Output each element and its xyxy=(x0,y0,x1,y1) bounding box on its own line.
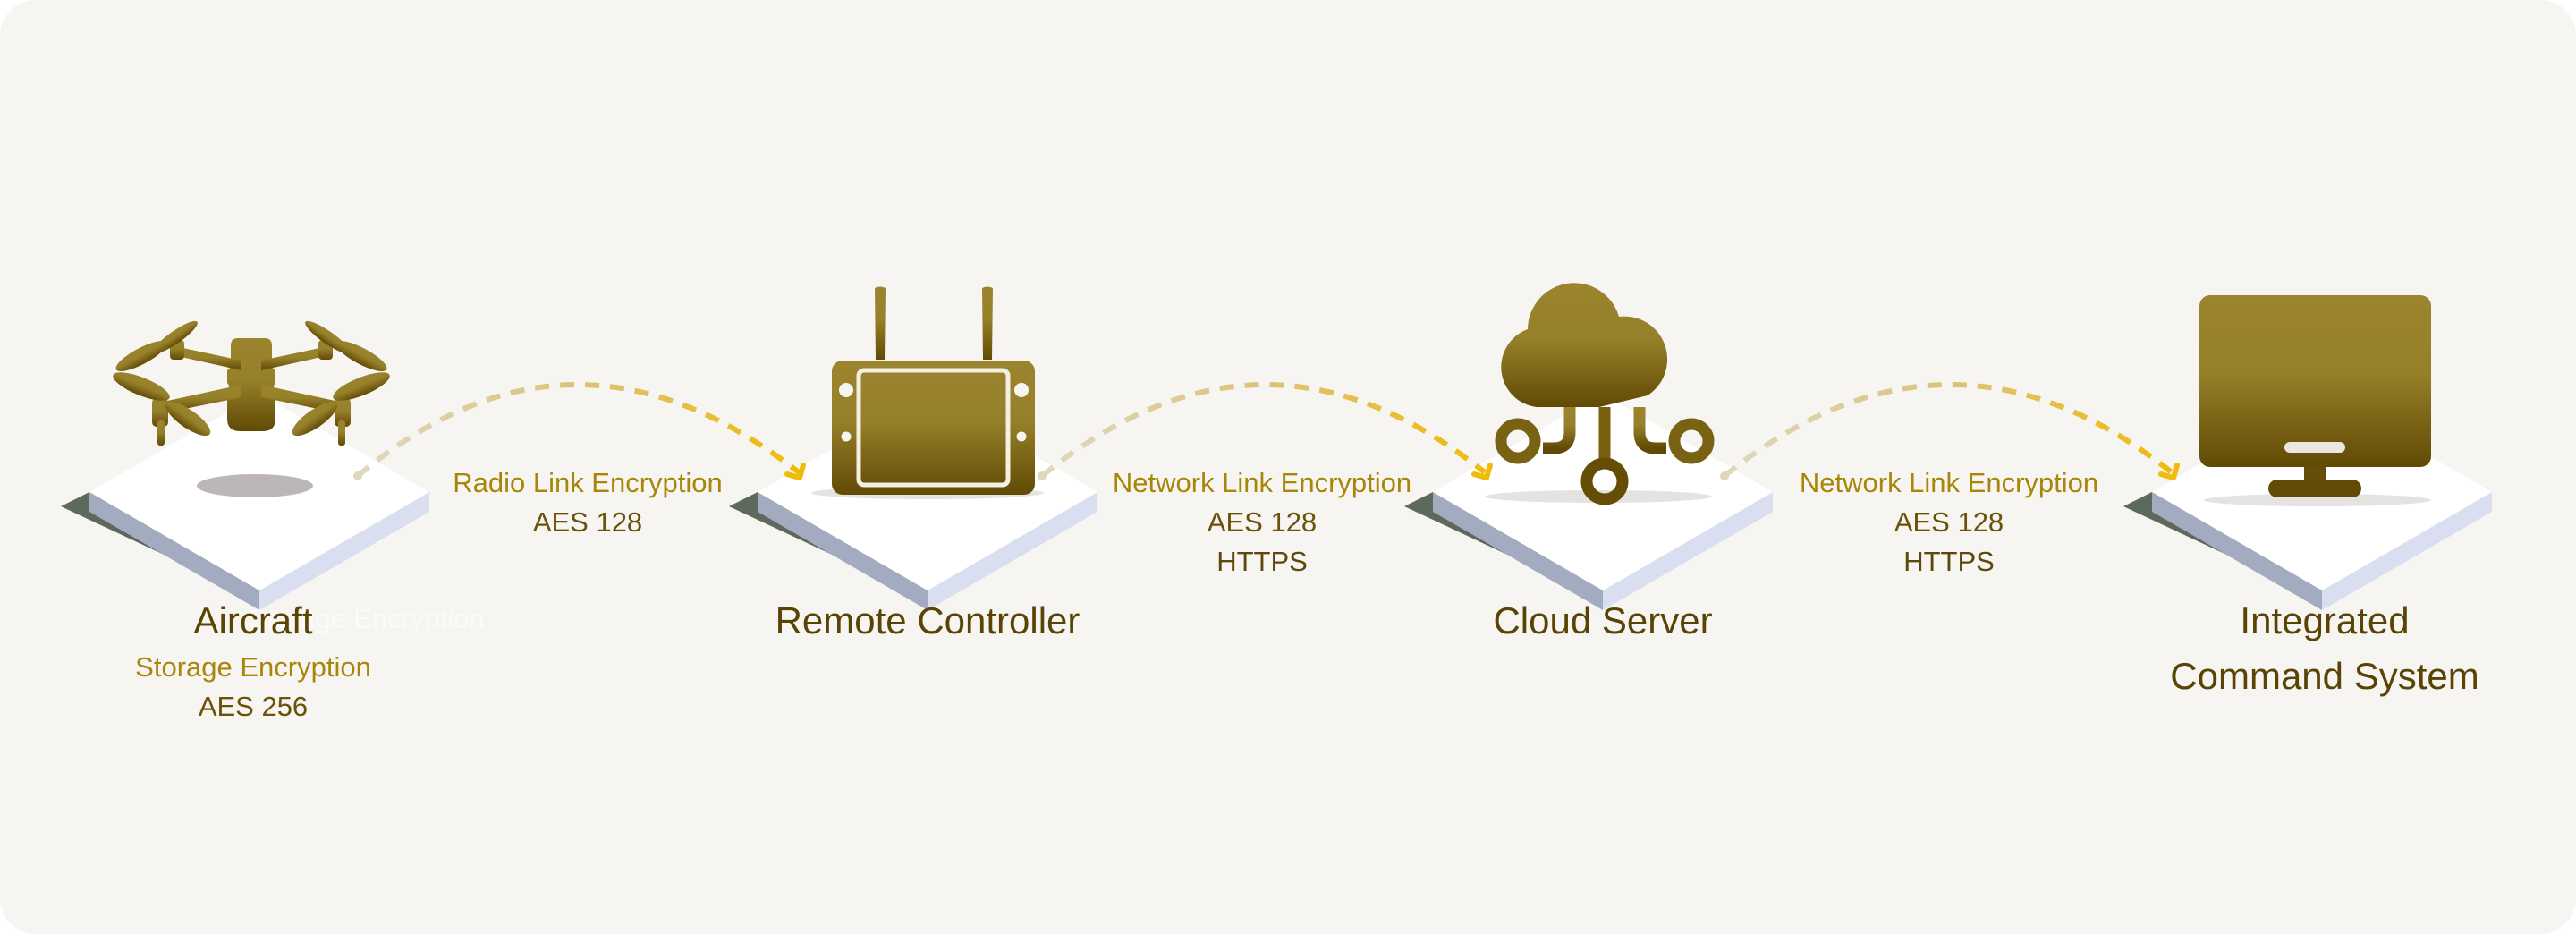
command-system-title-line2: Command System xyxy=(2170,655,2479,697)
link-2-encryption-name: Network Link Encryption xyxy=(1112,467,1412,498)
link-3-encryption-name: Network Link Encryption xyxy=(1799,467,2099,498)
aircraft-encryption-value: AES 256 xyxy=(198,691,309,722)
monitor-icon xyxy=(2199,295,2431,497)
arrowhead-icon xyxy=(784,463,806,480)
aircraft-title: Aircraft xyxy=(193,599,313,641)
remote-controller-title: Remote Controller xyxy=(775,599,1080,641)
command-system-node xyxy=(2123,394,2492,610)
cloud-server-node xyxy=(1404,394,1773,610)
aircraft-encryption-name: Storage Encryption xyxy=(135,651,371,683)
cloud-server-title: Cloud Server xyxy=(1493,599,1713,641)
arrowhead-icon xyxy=(2158,463,2180,480)
link-arrow-2 xyxy=(1038,382,1493,480)
link-arrow-3 xyxy=(1720,382,2180,480)
command-system-title-line1: Integrated xyxy=(2240,599,2410,641)
command-system-ground-shadow xyxy=(2204,494,2431,506)
arrowhead-icon xyxy=(1471,463,1493,480)
aircraft-ground-shadow xyxy=(197,474,313,497)
link-3-protocol: HTTPS xyxy=(1903,546,1995,577)
link-arrow-1 xyxy=(353,382,806,480)
cloud-network-icon xyxy=(1495,283,1715,505)
remote-controller-icon xyxy=(832,286,1035,495)
link-2-protocol: HTTPS xyxy=(1216,546,1308,577)
aircraft-ghost-label: Storage Encryption xyxy=(249,603,485,634)
drone-icon xyxy=(113,320,390,446)
link-3-encryption-value: AES 128 xyxy=(1894,506,2004,538)
link-2-encryption-value: AES 128 xyxy=(1207,506,1318,538)
aircraft-node xyxy=(61,394,429,610)
link-1-encryption-value: AES 128 xyxy=(532,506,643,538)
link-1-encryption-name: Radio Link Encryption xyxy=(453,467,723,498)
